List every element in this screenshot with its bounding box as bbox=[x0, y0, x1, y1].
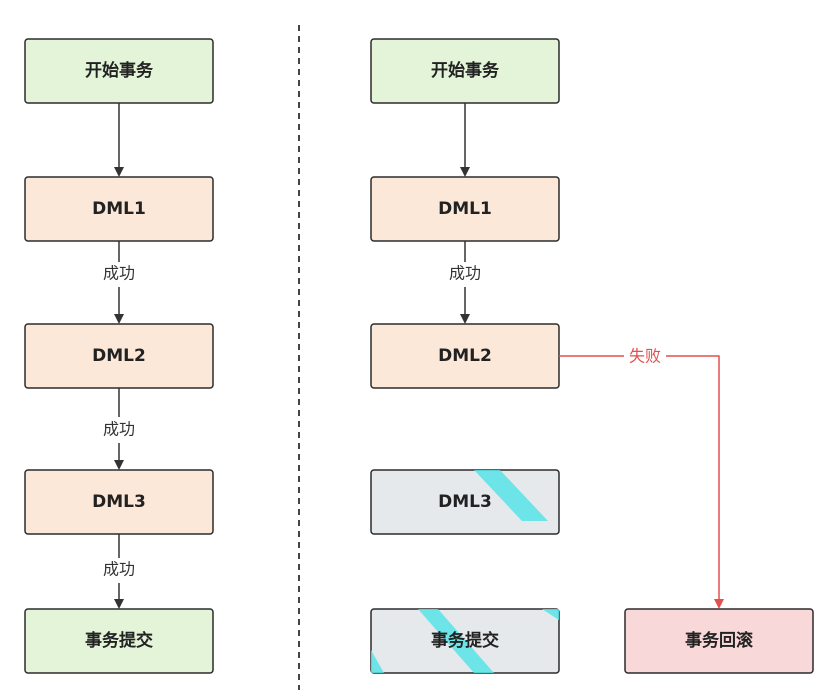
right-edge-dml1-dml2-label: 成功 bbox=[449, 264, 481, 283]
fail-edge-label: 失败 bbox=[629, 347, 661, 366]
left-edge-dml1-dml2-label: 成功 bbox=[103, 264, 135, 283]
left-node-commit: 事务提交 bbox=[24, 608, 214, 674]
left-node-start-label: 开始事务 bbox=[85, 60, 154, 81]
left-flow: 开始事务 DML1 DML2 DML3 事务提交 成功 成功 成功 bbox=[24, 38, 214, 674]
right-node-dml1: DML1 bbox=[370, 176, 560, 242]
left-edge-dml3-commit-label: 成功 bbox=[103, 560, 135, 579]
fail-edge-segment-2 bbox=[666, 355, 724, 609]
left-node-dml3-label: DML3 bbox=[92, 492, 146, 512]
right-node-dml3-label: DML3 bbox=[438, 492, 492, 512]
left-node-dml2: DML2 bbox=[24, 323, 214, 389]
watermark-stripe-commit-2 bbox=[371, 650, 384, 673]
right-node-dml3: DML3 bbox=[370, 469, 560, 542]
watermark-stripe-commit-3 bbox=[542, 609, 559, 620]
left-node-start: 开始事务 bbox=[24, 38, 214, 104]
right-node-dml2-label: DML2 bbox=[438, 346, 492, 366]
right-node-start: 开始事务 bbox=[370, 38, 560, 104]
left-node-dml1-label: DML1 bbox=[92, 199, 146, 219]
right-node-commit: 事务提交 bbox=[370, 608, 560, 674]
right-node-dml1-label: DML1 bbox=[438, 199, 492, 219]
right-node-dml2: DML2 bbox=[370, 323, 560, 389]
right-node-commit-label: 事务提交 bbox=[431, 630, 499, 651]
left-node-commit-label: 事务提交 bbox=[85, 630, 153, 651]
left-node-dml2-label: DML2 bbox=[92, 346, 146, 366]
watermark-stripe-dml3 bbox=[474, 470, 548, 521]
left-node-dml1: DML1 bbox=[24, 176, 214, 242]
right-node-start-label: 开始事务 bbox=[431, 60, 500, 81]
left-node-dml3: DML3 bbox=[24, 469, 214, 535]
left-edge-dml2-dml3-label: 成功 bbox=[103, 420, 135, 439]
watermark-mask-dml3 bbox=[492, 536, 534, 542]
right-flow: 开始事务 DML1 DML2 DML3 事务提交 事务回滚 bbox=[370, 38, 814, 674]
right-node-rollback: 事务回滚 bbox=[624, 608, 814, 674]
right-node-rollback-label: 事务回滚 bbox=[685, 630, 754, 651]
watermark-stripe-commit-1 bbox=[418, 609, 494, 673]
